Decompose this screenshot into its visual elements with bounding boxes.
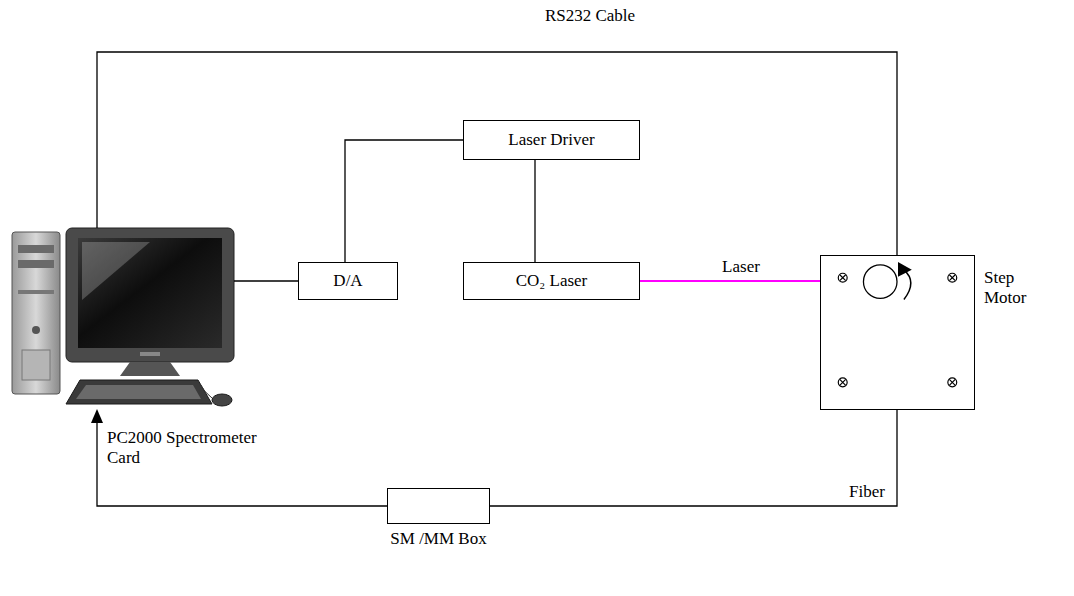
spectrometer-wire (97, 420, 387, 506)
screw (948, 273, 957, 282)
vent (22, 350, 50, 380)
spectrometer-arrowhead (91, 409, 103, 423)
connector (535, 160, 536, 262)
drive-slot (18, 290, 54, 294)
screw (948, 378, 957, 387)
monitor-logo (140, 352, 160, 356)
keyboard (66, 380, 212, 404)
connector-line (490, 410, 897, 506)
connector-label: Laser (720, 257, 762, 277)
rotation-arrow (904, 270, 911, 300)
node-text: Step Motor (984, 268, 1056, 309)
screw (838, 378, 847, 387)
screw-cross (949, 275, 955, 281)
laser-box: CO₂ Laser (463, 262, 640, 300)
keyboard-keys (76, 385, 201, 399)
computer-tower (12, 232, 60, 394)
connector-label: Fiber (847, 482, 887, 502)
motor-shaft (863, 265, 897, 299)
connector-line (345, 140, 463, 262)
da-wire (234, 280, 298, 281)
connector (490, 410, 897, 506)
card-label: PC2000 Spectrometer Card (105, 428, 281, 469)
rotation-arrowhead (898, 262, 912, 277)
connector (345, 140, 463, 262)
screw-cross (840, 275, 846, 281)
rs232-cable-wire (97, 52, 897, 255)
screen-reflection (82, 242, 150, 300)
screw-cross (949, 379, 955, 385)
screw-cross (840, 379, 846, 385)
connector-line (534, 160, 535, 262)
converter-box: D/A (298, 262, 398, 300)
mouse (212, 394, 232, 406)
node-text: D/A (333, 271, 362, 291)
drive-bay (18, 245, 54, 253)
monitor-bezel (66, 228, 234, 362)
node-text: SM /MM Box (390, 529, 486, 549)
monitor-screen (78, 238, 222, 348)
motor-illustration (821, 256, 974, 409)
screw (838, 273, 847, 282)
node-text: Laser Driver (508, 130, 594, 150)
node-text: CO₂ Laser (516, 271, 588, 291)
power-button (32, 326, 40, 334)
cable-label: RS232 Cable (543, 6, 637, 26)
step-motor-box: Step Motor (820, 255, 975, 410)
drive-bay (18, 260, 54, 268)
switch-box: SM /MM Box (387, 488, 490, 524)
driver-box: Laser Driver (463, 120, 640, 160)
monitor-stand (120, 362, 180, 376)
mouse-cable (200, 384, 212, 398)
